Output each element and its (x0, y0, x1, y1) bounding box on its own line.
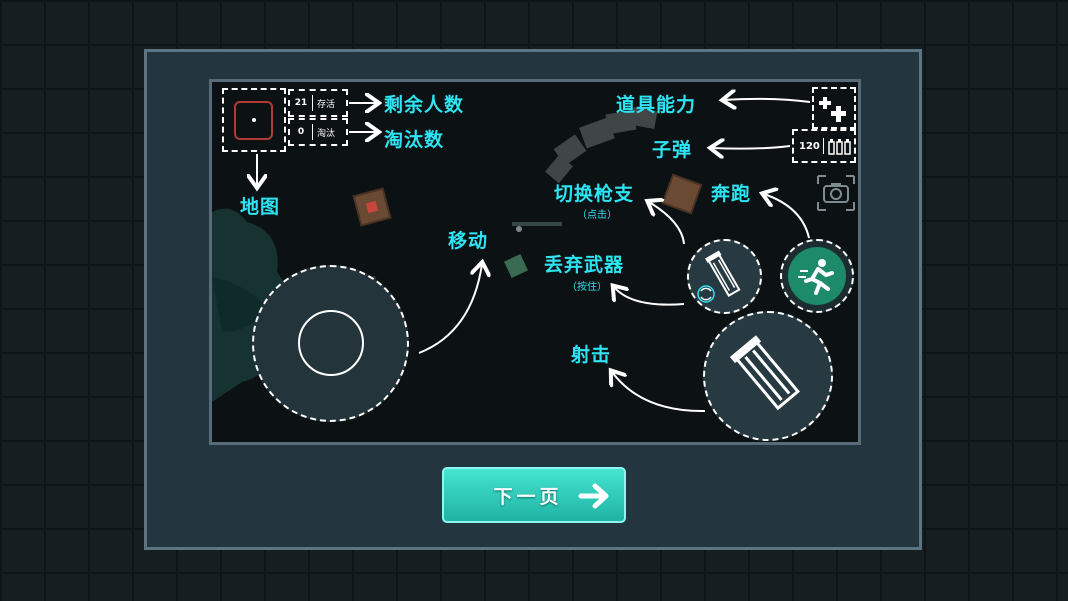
ammo-counter: 120 (792, 129, 856, 163)
skill-button[interactable] (812, 87, 856, 129)
gun-icon (697, 250, 741, 303)
player-dot-icon (252, 118, 256, 122)
divider (822, 138, 824, 154)
skills-caption: 道具能力 (616, 94, 697, 116)
elimination-count: 0 (297, 127, 305, 137)
tutorial-panel: 21 存活 0 淘汰 120 (144, 49, 922, 550)
shoot-button[interactable] (703, 311, 833, 441)
next-page-button[interactable]: 下一页 (442, 467, 626, 523)
minimap-zone-icon (234, 101, 273, 140)
divider (312, 124, 313, 140)
joystick-knob[interactable] (298, 310, 364, 376)
alive-count: 21 (294, 98, 308, 108)
eliminations-caption: 淘汰数 (384, 129, 445, 151)
switch-weapon-hint: （点击） (577, 210, 617, 221)
divider (312, 95, 313, 111)
elimination-label: 淘汰 (317, 128, 336, 139)
shoot-caption: 射击 (571, 344, 612, 366)
alive-label: 存活 (317, 99, 336, 110)
drop-weapon-caption: 丢弃武器 (544, 254, 625, 276)
drop-weapon-hint: （按住） (567, 282, 607, 293)
ammo-caption: 子弹 (652, 139, 693, 161)
running-man-icon (798, 259, 834, 295)
bullet-icon (729, 335, 800, 411)
sprint-button[interactable] (780, 239, 854, 313)
move-caption: 移动 (448, 230, 489, 252)
switch-weapon-caption: 切换枪支 (554, 183, 635, 205)
minimap[interactable] (222, 88, 286, 152)
remaining-players-caption: 剩余人数 (384, 94, 465, 116)
camera-icon[interactable] (816, 174, 856, 212)
sprint-caption: 奔跑 (711, 183, 752, 205)
game-screenshot: 21 存活 0 淘汰 120 (209, 79, 861, 445)
arrow-right-icon (578, 483, 609, 509)
alive-counter: 21 存活 (288, 89, 348, 117)
elimination-counter: 0 淘汰 (288, 118, 348, 146)
sprint-button-core (788, 247, 846, 305)
ammo-count: 120 (799, 140, 820, 152)
map-caption: 地图 (240, 196, 281, 218)
switch-weapon-button[interactable] (687, 239, 762, 314)
plus-icon (819, 97, 846, 122)
bullets-icon (828, 139, 851, 155)
next-page-label: 下一页 (493, 485, 563, 508)
